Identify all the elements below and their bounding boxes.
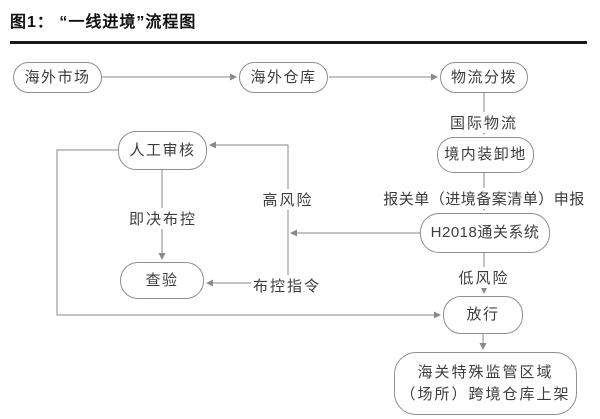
node-label: 物流分拨 — [450, 68, 517, 86]
node-label-line1: 海关特殊监管区域 — [417, 363, 554, 381]
node-overseas-warehouse: 海外仓库 — [239, 62, 328, 93]
node-label: 海外市场 — [24, 68, 91, 86]
node-label-line2: （场所）跨境仓库上架 — [400, 385, 571, 403]
node-bonded-warehouse: 海关特殊监管区域 （场所）跨境仓库上架 — [394, 352, 577, 415]
edge-label-immediate-control: 即决布控 — [126, 208, 200, 229]
node-h2018-clearance-system: H2018通关系统 — [420, 213, 550, 253]
node-logistics-distribution: 物流分拨 — [440, 62, 528, 93]
node-label: 放行 — [466, 306, 500, 324]
node-label: H2018通关系统 — [430, 224, 540, 242]
figure-title: 图1： “一线进境”流程图 — [10, 14, 197, 31]
title-divider — [10, 41, 587, 44]
node-label: 境内装卸地 — [444, 146, 527, 164]
node-domestic-unloading: 境内装卸地 — [437, 137, 534, 173]
node-label: 海外仓库 — [250, 68, 317, 86]
node-release: 放行 — [443, 296, 523, 334]
edge-label-low-risk: 低风险 — [456, 267, 512, 288]
edge-label-declaration: 报关单（进境备案清单）申报 — [381, 188, 587, 209]
node-label: 查验 — [145, 271, 179, 289]
node-overseas-market: 海外市场 — [13, 62, 102, 93]
node-label: 人工审核 — [129, 141, 196, 159]
edge-label-international-logistics: 国际物流 — [447, 112, 521, 133]
edge-review-to-release — [56, 149, 441, 319]
edge-label-control-command: 布控指令 — [250, 275, 324, 296]
node-inspection: 查验 — [120, 262, 204, 299]
edge-label-high-risk: 高风险 — [260, 189, 316, 210]
node-manual-review: 人工审核 — [118, 131, 207, 170]
